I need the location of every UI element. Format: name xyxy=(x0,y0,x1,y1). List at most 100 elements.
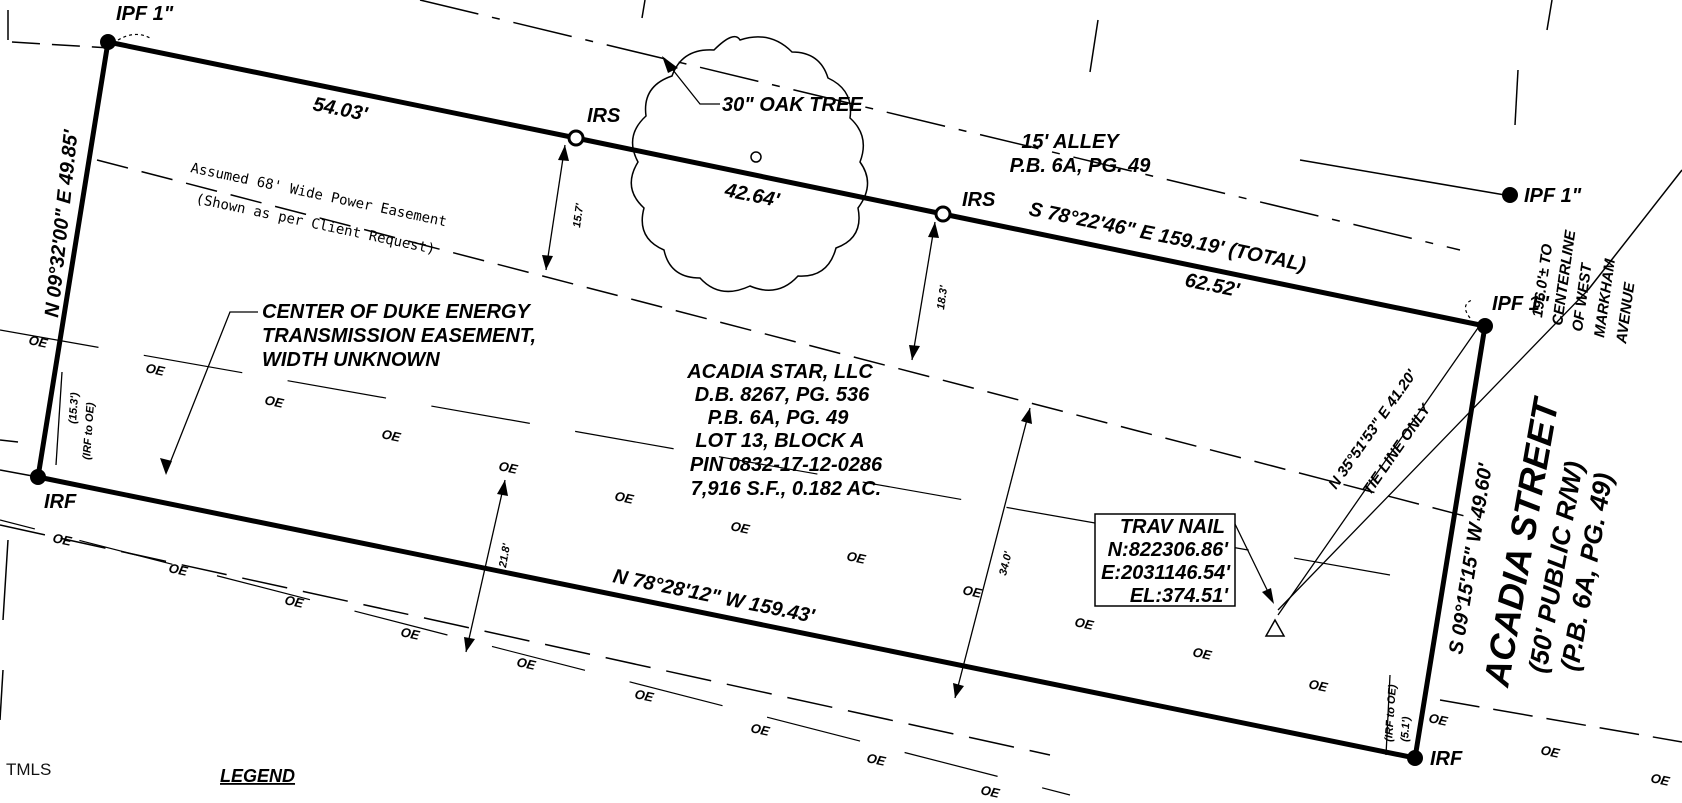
oe-labels: OE OE OE OE OE OE OE OE OE OE OE OE OE O… xyxy=(27,332,1671,801)
dim-34-0-arrow-top xyxy=(1021,408,1032,424)
street-labels: ACADIA STREET (50' PUBLIC R/W) (P.B. 6A,… xyxy=(1475,393,1618,690)
lower-dash-line-2 xyxy=(1439,699,1682,743)
dimension-labels: 15.7' 18.3' 21.8' 34.0' (15.3') (IRF to … xyxy=(67,203,1413,743)
lot-line-top-3 xyxy=(1546,0,1553,31)
corner-sw-marker xyxy=(30,469,46,485)
dim-18-3-label: 18.3' xyxy=(935,285,950,311)
corner-labels: IPF 1" IPF 1" IPF 1" IRF IRF IRS IRS xyxy=(44,3,1582,770)
trav-nail-arrowhead xyxy=(1262,588,1274,604)
dim-18-3-line xyxy=(911,221,936,361)
owner-line-6: 7,916 S.F., 0.182 AC. xyxy=(691,478,881,500)
owner-line-4: LOT 13, BLOCK A xyxy=(695,430,864,452)
alley-north-line xyxy=(419,0,1461,251)
legend-heading: LEGEND xyxy=(220,766,295,786)
dim-21-8-arrow-bottom xyxy=(464,637,475,652)
owner-line-2: D.B. 8267, PG. 536 xyxy=(695,384,870,406)
lot-line-top-2 xyxy=(1089,19,1099,73)
corner-ne-arc xyxy=(1464,299,1473,319)
trav-nail: TRAV NAIL N:822306.86' E:2031146.54' EL:… xyxy=(1094,513,1286,637)
oe-label: OE xyxy=(979,782,1001,801)
centerline-line-5: AVENUE xyxy=(1613,280,1639,345)
irf-oe-right-b: (5.1') xyxy=(1399,716,1413,742)
oe-label: OE xyxy=(729,518,751,537)
corner-ne-far-label: IPF 1" xyxy=(1524,185,1582,207)
dim-18-3-arrow-bottom xyxy=(909,345,920,360)
corner-sw-label: IRF xyxy=(44,491,77,513)
alley-right-line xyxy=(1299,159,1506,196)
corner-markers xyxy=(30,33,1518,766)
oe-label: OE xyxy=(749,720,771,739)
oak-tree-canopy-icon xyxy=(630,35,869,293)
alley-far-edge xyxy=(0,10,600,28)
duke-label-3: WIDTH UNKNOWN xyxy=(262,349,440,371)
lot-line-top-1 xyxy=(641,0,646,19)
oak-tree-trunk-icon xyxy=(750,151,762,163)
dim-15-7-arrow-bottom xyxy=(542,255,553,270)
tree-arrowhead xyxy=(662,56,678,73)
arrowheads xyxy=(160,56,1274,698)
duke-label-1: CENTER OF DUKE ENERGY xyxy=(262,301,531,323)
corner-se-marker xyxy=(1407,750,1423,766)
irf-oe-right-a: (IRF to OE) xyxy=(1383,684,1399,742)
oe-label: OE xyxy=(167,560,189,579)
dim-21-8-line xyxy=(465,479,506,653)
watermark: TMLS xyxy=(6,760,51,779)
corner-ne-marker xyxy=(1477,318,1493,334)
alley-label-2: P.B. 6A, PG. 49 xyxy=(1010,155,1152,177)
north-seg1-distance: 54.03' xyxy=(311,93,370,126)
oe-label: OE xyxy=(1191,644,1213,663)
overhead-electric-line-lower xyxy=(0,519,1071,796)
corner-nw-marker xyxy=(100,34,116,50)
trav-nail-el: EL:374.51' xyxy=(1130,585,1229,607)
irs-right-marker xyxy=(934,205,952,223)
owner-line-1: ACADIA STAR, LLC xyxy=(686,361,873,383)
irs-left-label: IRS xyxy=(587,105,621,127)
centerline-arrow-line xyxy=(1277,289,1589,611)
dim-34-0-label: 34.0' xyxy=(997,550,1015,577)
owner-line-5: PIN 0832-17-12-0286 xyxy=(690,454,883,476)
duke-label-2: TRANSMISSION EASEMENT, xyxy=(262,325,536,347)
dim-21-8-arrow-top xyxy=(497,480,508,496)
trav-nail-box xyxy=(1094,513,1236,607)
oe-label: OE xyxy=(1539,742,1561,761)
south-bearing: N 78°28'12" W 159.43' xyxy=(611,565,817,628)
irs-right-label: IRS xyxy=(962,189,996,211)
corner-se-label: IRF xyxy=(1430,748,1463,770)
tie-line xyxy=(1277,324,1481,616)
power-easement-line-top xyxy=(11,41,111,49)
oe-label: OE xyxy=(613,488,635,507)
tie-line-note: TIE LINE ONLY xyxy=(1359,400,1435,499)
duke-leader xyxy=(167,311,258,469)
corner-ne-label: IPF 1" xyxy=(1492,293,1550,315)
dim-irf-oe-left-line xyxy=(55,371,63,466)
irf-oe-left-b: (IRF to OE) xyxy=(81,402,97,460)
trav-nail-leader xyxy=(1234,523,1273,601)
dim-irf-oe-right-line xyxy=(1385,674,1391,756)
oe-label: OE xyxy=(1073,614,1095,633)
oe-label: OE xyxy=(144,360,166,379)
owner-line-3: P.B. 6A, PG. 49 xyxy=(708,407,850,429)
dim-21-8-label: 21.8' xyxy=(497,542,513,569)
oe-label: OE xyxy=(845,548,867,567)
left-frag-3 xyxy=(0,669,4,721)
trav-nail-e: E:2031146.54' xyxy=(1101,562,1231,584)
trav-nail-triangle-icon xyxy=(1264,618,1286,637)
leaders xyxy=(55,59,1589,756)
oe-label: OE xyxy=(283,592,305,611)
oe-label: OE xyxy=(865,750,887,769)
trav-nail-title: TRAV NAIL xyxy=(1120,516,1225,538)
corner-ne-far-marker xyxy=(1502,187,1518,203)
tree-label: 30" OAK TREE xyxy=(722,94,863,116)
alley-label-1: 15' ALLEY xyxy=(1021,131,1120,153)
corner-nw-arc xyxy=(117,33,151,41)
irs-left-marker xyxy=(567,129,585,147)
oe-label: OE xyxy=(1307,676,1329,695)
power-easement-line xyxy=(96,159,1481,521)
oe-label: OE xyxy=(263,392,285,411)
dim-15-7-line xyxy=(545,144,566,271)
oe-label: OE xyxy=(961,582,983,601)
oe-label: OE xyxy=(1427,710,1449,729)
tree-leader xyxy=(664,59,720,105)
trav-nail-n: N:822306.86' xyxy=(1108,539,1230,561)
